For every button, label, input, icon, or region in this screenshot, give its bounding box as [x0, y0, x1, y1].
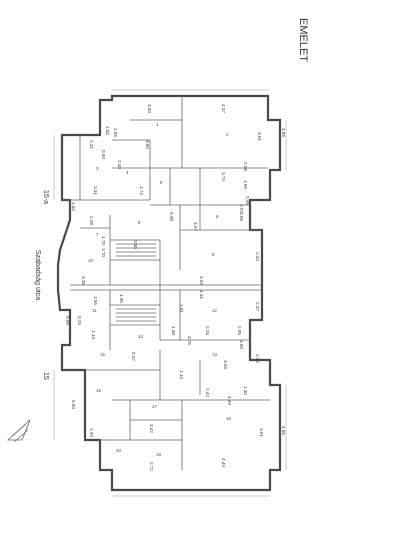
dim-label: 2.41	[179, 304, 184, 313]
dim-label: 2.46	[245, 196, 250, 205]
room-number: 20	[116, 448, 121, 453]
north-arrow-icon	[6, 419, 31, 443]
dim-label: 4.37	[221, 104, 226, 113]
dim-label: 0.40	[101, 150, 106, 159]
dim-label: 2.72	[149, 462, 154, 471]
room-labels: 1 2 3 4 5 6 7 8 9 10 11 12 13 14 15 16 1…	[88, 122, 231, 457]
building-outline	[56, 94, 282, 492]
room-number: 17	[152, 404, 157, 409]
dim-label: 4.85	[281, 426, 286, 435]
dim-label: 1.38	[171, 326, 176, 335]
interior-walls	[62, 96, 270, 470]
room-number: 3	[96, 166, 99, 171]
dim-label: 3.42	[149, 424, 154, 433]
dim-label: 0.37	[131, 352, 136, 361]
dim-label: 2.97	[239, 204, 244, 213]
dim-label: 2.08	[243, 162, 248, 171]
dim-label: 2.05	[237, 326, 242, 335]
dim-label: 0.90	[169, 212, 174, 221]
dim-label: 1.30	[243, 386, 248, 395]
dim-label: 4.31	[199, 290, 204, 299]
dim-label: 4.88	[281, 128, 286, 137]
dim-label: 3.31	[93, 186, 98, 195]
plan-title: EMELET	[297, 18, 309, 62]
dim-label: 3.06	[239, 212, 244, 221]
dim-label: 0.30	[133, 240, 138, 249]
room-number: 14	[212, 352, 217, 357]
dim-label: 2.94	[89, 428, 94, 437]
room-number: 15	[100, 352, 105, 357]
room-number: 6	[216, 214, 219, 219]
room-number: 4	[126, 170, 129, 175]
room-number: 5	[160, 180, 163, 185]
street-label: Szabadság utca	[34, 250, 41, 300]
dim-label: 2.28	[89, 216, 94, 225]
dim-label: 1.13	[91, 330, 96, 339]
room-number: 9	[212, 252, 215, 257]
dim-label: 0.99	[65, 316, 70, 325]
dim-label: 3.60	[145, 140, 150, 149]
room-number: 11	[92, 308, 97, 313]
dim-label: 3.61	[257, 132, 262, 141]
section-marker-top: 15-a	[42, 190, 49, 204]
dim-label: 1.90	[119, 294, 124, 303]
dim-label: 3.76	[187, 336, 192, 345]
dim-label: 1.60	[105, 126, 110, 135]
dim-label: 1.50	[239, 340, 244, 349]
section-marker-bottom: 15	[42, 372, 49, 380]
dim-label: 3.61	[259, 428, 264, 437]
dim-label: 2.42	[205, 388, 210, 397]
room-number: 10	[88, 258, 93, 263]
dim-label: 4.49	[227, 396, 232, 405]
room-number: 1	[156, 122, 159, 127]
dim-label: 4.49	[221, 458, 226, 467]
dim-label: 3.35	[81, 276, 86, 285]
dim-label: 3.67	[193, 222, 198, 231]
dim-label: 3.74	[221, 172, 226, 181]
room-number: 8	[138, 220, 141, 225]
dim-label: 3.80	[147, 104, 152, 113]
dim-label: 2.31	[89, 140, 94, 149]
dim-label: 2.40	[117, 160, 122, 169]
staircase	[116, 243, 156, 322]
dim-label: 1.14	[179, 370, 184, 379]
room-number: 2	[226, 132, 229, 137]
dimension-labels: 3.80 4.37 2.86 4.88 3.61 2.31 2.08 1.60 …	[65, 104, 286, 471]
dim-label: 1.70	[101, 236, 106, 245]
dim-label: 2.26	[205, 326, 210, 335]
dim-label: 2.37	[255, 302, 260, 311]
dim-label: 2.86	[113, 128, 118, 137]
dim-label: 1.50	[243, 180, 248, 189]
dim-label: 1.62	[71, 202, 76, 211]
dimension-lines	[53, 89, 287, 497]
dim-label: 1.70	[101, 248, 106, 257]
dim-label: 1.96	[93, 296, 98, 305]
dim-label: 5.60	[71, 400, 76, 409]
room-number: 19	[156, 452, 161, 457]
dim-label: 0.25	[77, 316, 82, 325]
dim-label: 4.52	[199, 276, 204, 285]
room-number: 18	[226, 416, 231, 421]
dim-label: 3.48	[223, 360, 228, 369]
room-number: 7	[96, 232, 99, 237]
dim-label: 2.00	[255, 354, 260, 363]
dim-label: 1.74	[139, 186, 144, 195]
room-number: 12	[212, 308, 217, 313]
room-number: 16	[96, 388, 101, 393]
room-number: 13	[138, 334, 143, 339]
dim-label: 2.34	[255, 252, 260, 261]
